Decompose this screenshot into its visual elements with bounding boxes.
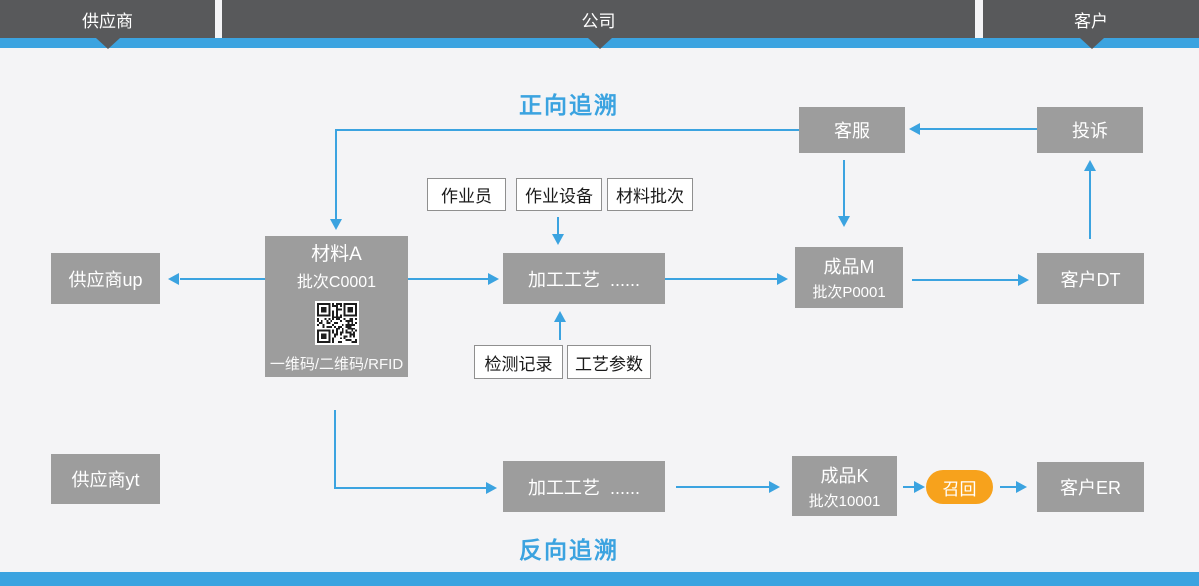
node-customer-er: 客户ER xyxy=(1037,462,1144,512)
arrow-productk-to-recall-line xyxy=(903,486,914,488)
arrow-process2-to-productk-head-icon xyxy=(769,481,780,493)
lane-company-label: 公司 xyxy=(581,11,616,31)
tag-material-batch-label: 材料批次 xyxy=(616,187,684,206)
node-complaint: 投诉 xyxy=(1037,107,1143,153)
lane-company-pointer-icon xyxy=(588,38,612,49)
arrow-tags-to-process-line xyxy=(559,322,561,340)
arrow-equipment-to-process-line xyxy=(557,217,559,234)
arrow-process2-to-productk-line xyxy=(676,486,769,488)
arrow-process-to-productm-line xyxy=(665,278,777,280)
bottom-accent-bar xyxy=(0,572,1199,586)
node-process-top: 加工工艺 ...... xyxy=(503,253,665,304)
recall-badge: 召回 xyxy=(926,470,993,504)
arrow-complaint-to-service-head-icon xyxy=(909,123,920,135)
arrow-materiala-to-process2-vline xyxy=(334,410,336,489)
arrow-dt-to-complaint-head-icon xyxy=(1084,160,1096,171)
lane-customer: 客户 xyxy=(983,0,1199,38)
arrow-tags-to-process-head-icon xyxy=(554,311,566,322)
arrow-recall-to-er-head-icon xyxy=(1016,481,1027,493)
arrow-recall-to-er-line xyxy=(1000,486,1016,488)
node-material-a: 材料A 批次C0001 一维码/二维码/RFID xyxy=(265,236,408,377)
node-process-bottom-label: 加工工艺 ...... xyxy=(527,477,640,498)
arrow-materiala-to-process2-hline xyxy=(334,487,486,489)
node-supplier-up-label: 供应商up xyxy=(68,269,143,290)
tag-material-batch: 材料批次 xyxy=(607,178,693,211)
arrow-materiala-to-supplierup-head-icon xyxy=(168,273,179,285)
lane-customer-label: 客户 xyxy=(1074,11,1108,31)
qr-code xyxy=(316,303,357,343)
tag-process-params: 工艺参数 xyxy=(567,345,651,379)
lane-company: 公司 xyxy=(222,0,975,38)
tag-inspection-record-label: 检测记录 xyxy=(484,354,553,374)
arrow-service-to-productm-head-icon xyxy=(838,216,850,227)
node-customer-dt: 客户DT xyxy=(1037,253,1144,304)
node-process-top-label: 加工工艺 ...... xyxy=(527,269,640,290)
node-supplier-yt: 供应商yt xyxy=(51,454,160,504)
arrow-materiala-to-process-head-icon xyxy=(488,273,499,285)
lane-supplier-pointer-icon xyxy=(96,38,120,49)
node-product-k: 成品K 批次10001 xyxy=(792,456,897,516)
tag-equipment: 作业设备 xyxy=(516,178,602,211)
node-product-m-title: 成品M xyxy=(823,257,875,277)
node-supplier-yt-label: 供应商yt xyxy=(71,470,140,490)
arrow-service-to-materiala-hline xyxy=(335,129,799,131)
recall-badge-label: 召回 xyxy=(942,479,977,499)
arrow-complaint-to-service-line xyxy=(920,128,1037,130)
qr-code-tile xyxy=(314,301,359,345)
node-customer-er-label: 客户ER xyxy=(1059,478,1121,498)
arrow-dt-to-complaint-line xyxy=(1089,171,1091,239)
node-product-m-batch: 批次P0001 xyxy=(812,284,886,301)
backward-trace-title: 反向追溯 xyxy=(519,537,619,563)
node-material-a-caption: 一维码/二维码/RFID xyxy=(269,356,404,373)
arrow-equipment-to-process-head-icon xyxy=(552,234,564,245)
lane-customer-pointer-icon xyxy=(1080,38,1104,49)
arrow-materiala-to-supplierup-line xyxy=(180,278,265,280)
node-complaint-label: 投诉 xyxy=(1072,121,1108,141)
arrow-service-to-materiala-vline xyxy=(335,129,337,219)
arrow-materiala-to-process-line xyxy=(408,278,488,280)
node-product-k-batch: 批次10001 xyxy=(808,492,881,510)
arrow-process-to-productm-head-icon xyxy=(777,273,788,285)
node-material-a-title: 材料A xyxy=(311,244,362,265)
node-material-a-batch: 批次C0001 xyxy=(296,274,377,291)
node-customer-dt-label: 客户DT xyxy=(1060,269,1121,290)
lane-supplier-label: 供应商 xyxy=(82,11,133,31)
arrow-service-to-materiala-head-icon xyxy=(330,219,342,230)
tag-operator: 作业员 xyxy=(427,178,506,211)
node-process-bottom: 加工工艺 ...... xyxy=(503,461,665,512)
tag-equipment-label: 作业设备 xyxy=(525,187,593,206)
arrow-service-to-productm-line xyxy=(843,160,845,216)
tag-process-params-label: 工艺参数 xyxy=(575,354,643,374)
lane-supplier: 供应商 xyxy=(0,0,215,38)
node-product-k-title: 成品K xyxy=(820,465,869,486)
node-customer-service: 客服 xyxy=(799,107,905,153)
arrow-productm-to-dt-line xyxy=(912,279,1018,281)
tag-operator-label: 作业员 xyxy=(441,187,492,206)
node-supplier-up: 供应商up xyxy=(51,253,160,304)
arrow-materiala-to-process2-head-icon xyxy=(486,482,497,494)
arrow-productk-to-recall-head-icon xyxy=(914,481,925,493)
node-customer-service-label: 客服 xyxy=(834,121,870,141)
node-product-m: 成品M 批次P0001 xyxy=(795,247,903,308)
arrow-productm-to-dt-head-icon xyxy=(1018,274,1029,286)
tag-inspection-record: 检测记录 xyxy=(474,345,563,379)
forward-trace-title: 正向追溯 xyxy=(519,92,619,118)
